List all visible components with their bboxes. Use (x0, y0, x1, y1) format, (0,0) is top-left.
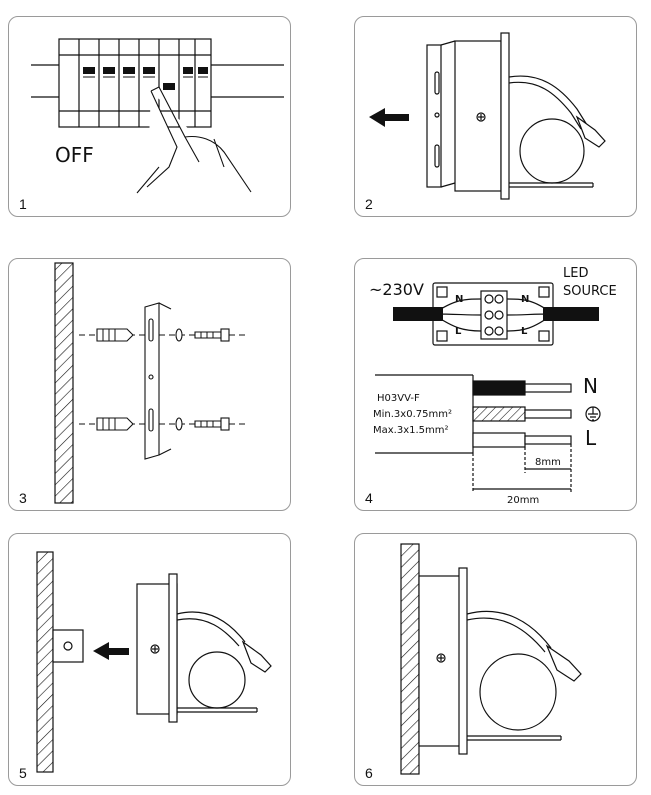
voltage-label: ~230V (369, 280, 424, 299)
step-number: 6 (365, 765, 373, 781)
led-source-label: SOURCE (563, 284, 617, 299)
step-6-panel: 6 (354, 533, 637, 786)
terminal-l-left: L (455, 326, 462, 337)
remove-bracket-illustration (369, 32, 606, 200)
cable-type: H03VV-F (377, 393, 420, 404)
off-label: OFF (55, 143, 94, 167)
wire-n-label: N (583, 374, 598, 398)
cable-min-section: Min.3x0.75mm² (373, 409, 452, 420)
breaker-off-illustration: OFF (31, 38, 284, 194)
step-2-panel: 2 (354, 16, 637, 217)
step-number: 1 (19, 196, 27, 212)
terminal-n-left: N (455, 294, 463, 305)
step-number: 4 (365, 490, 373, 506)
step-number: 5 (19, 765, 27, 781)
strip-8mm-label: 8mm (535, 457, 561, 468)
step-5-panel: 5 (8, 533, 291, 786)
step-4-panel: ~230V LED SOURCE N N L L (354, 258, 637, 511)
step-number: 3 (19, 490, 27, 506)
hang-lamp-illustration (36, 551, 272, 773)
wire-l-label: L (585, 426, 597, 450)
step-3-panel: 3 (8, 258, 291, 511)
installed-lamp-illustration (400, 543, 582, 775)
step-1-panel: OFF 1 (8, 16, 291, 217)
cable-max-section: Max.3x1.5mm² (373, 425, 449, 436)
step-number: 2 (365, 196, 373, 212)
fix-bracket-illustration (54, 262, 249, 504)
led-source-label: LED (563, 266, 588, 281)
terminal-n-right: N (521, 294, 529, 305)
terminal-l-right: L (521, 326, 528, 337)
wiring-diagram: ~230V LED SOURCE N N L L (369, 266, 617, 506)
strip-20mm-label: 20mm (507, 495, 539, 506)
